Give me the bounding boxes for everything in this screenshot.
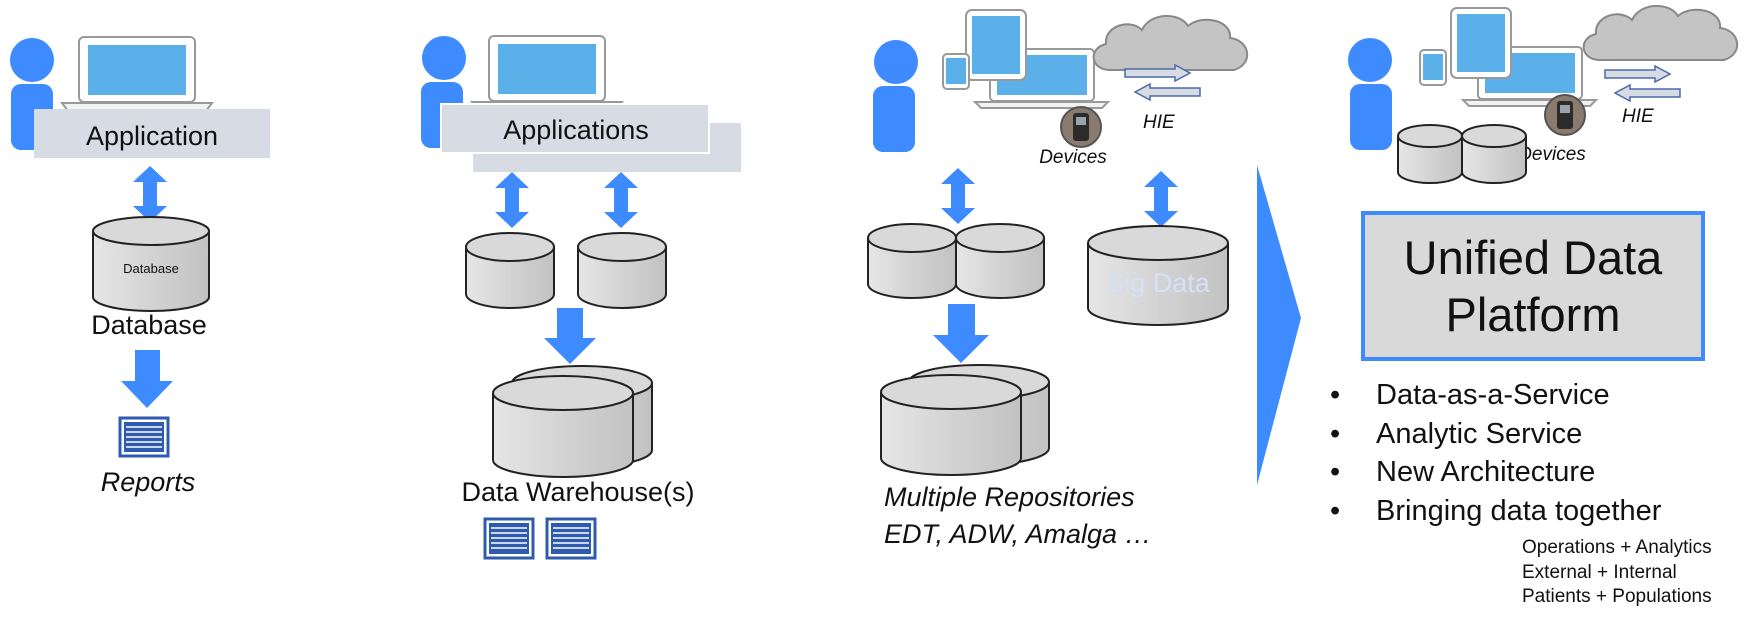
tablet-icon xyxy=(965,9,1027,81)
subpoint-item: Patients + Populations xyxy=(1522,586,1712,607)
report-icon xyxy=(118,416,170,458)
panel-1-single-application: Application Database Database Reports xyxy=(10,36,270,497)
report-icon xyxy=(483,517,535,560)
database-cylinder-icon xyxy=(577,232,667,309)
hie-label: HIE xyxy=(1143,112,1175,133)
down-arrow-icon xyxy=(933,304,989,363)
database-label: Database xyxy=(91,310,207,340)
laptop-icon xyxy=(470,35,624,111)
person-icon xyxy=(873,40,918,152)
phone-icon xyxy=(1419,49,1447,86)
device-phone-icon xyxy=(1060,106,1102,148)
device-phone-icon xyxy=(1544,94,1586,136)
panel-3-multiple-repositories: HIE Devices Big Data Multiple Repositori… xyxy=(867,9,1249,549)
database-cylinder-icon xyxy=(880,374,1022,476)
transition-chevron-icon xyxy=(1257,165,1301,485)
double-arrow-icon xyxy=(941,168,975,224)
database-cylinder-icon xyxy=(867,223,957,299)
bullet-item: Analytic Service xyxy=(1330,415,1661,454)
exchange-arrows-icon xyxy=(1124,63,1201,102)
database-cylinder-icon xyxy=(1087,225,1229,326)
application-bar xyxy=(34,109,270,158)
bringing-together-subpoints: Operations + Analytics External + Intern… xyxy=(1522,536,1712,610)
panel-2-data-warehouse: Applications Data Warehouse(s) xyxy=(421,35,741,560)
unified-data-platform-box: Unified Data Platform xyxy=(1361,211,1705,361)
hie-label: HIE xyxy=(1622,106,1654,127)
down-arrow-icon xyxy=(121,350,173,408)
database-cylinder-icon xyxy=(955,223,1045,299)
double-arrow-icon xyxy=(1144,171,1178,227)
person-icon xyxy=(1348,38,1392,150)
subpoint-item: Operations + Analytics xyxy=(1522,537,1712,558)
double-arrow-icon xyxy=(604,172,638,228)
repositories-label-line2: EDT, ADW, Amalga … xyxy=(884,519,1152,549)
double-arrow-icon xyxy=(133,166,167,222)
database-inner-label: Database xyxy=(123,261,179,276)
phone-icon xyxy=(942,53,970,90)
applications-label: Applications xyxy=(503,115,649,145)
database-cylinder-icon xyxy=(92,216,210,312)
tablet-icon xyxy=(1450,7,1512,79)
panel-4-unified-platform: HIE Devices xyxy=(1348,4,1739,184)
bullet-item: Bringing data together xyxy=(1330,492,1661,531)
reports-label: Reports xyxy=(101,467,196,497)
database-cylinder-icon xyxy=(465,232,555,309)
cloud-icon xyxy=(1582,4,1739,61)
platform-bullet-list: Data-as-a-Service Analytic Service New A… xyxy=(1330,376,1661,530)
laptop-icon xyxy=(60,36,214,112)
bullet-item: New Architecture xyxy=(1330,453,1661,492)
data-warehouse-label: Data Warehouse(s) xyxy=(461,477,694,507)
application-label: Application xyxy=(86,121,218,151)
bullet-item: Data-as-a-Service xyxy=(1330,376,1661,415)
database-cylinder-icon xyxy=(492,375,634,478)
double-arrow-icon xyxy=(495,172,529,228)
report-icon xyxy=(545,517,597,560)
devices-label: Devices xyxy=(1039,147,1107,168)
platform-title: Unified Data Platform xyxy=(1403,231,1663,341)
subpoint-item: External + Internal xyxy=(1522,561,1677,583)
repositories-label-line1: Multiple Repositories xyxy=(884,482,1135,512)
application-bar-front xyxy=(440,103,710,154)
big-data-label: Big Data xyxy=(1106,268,1211,298)
database-cylinder-icon xyxy=(1397,124,1463,184)
exchange-arrows-icon xyxy=(1604,64,1681,103)
devices-label: Devices xyxy=(1518,144,1586,165)
database-cylinder-icon xyxy=(1461,124,1527,184)
cloud-icon xyxy=(1092,14,1249,71)
down-arrow-icon xyxy=(544,308,596,364)
